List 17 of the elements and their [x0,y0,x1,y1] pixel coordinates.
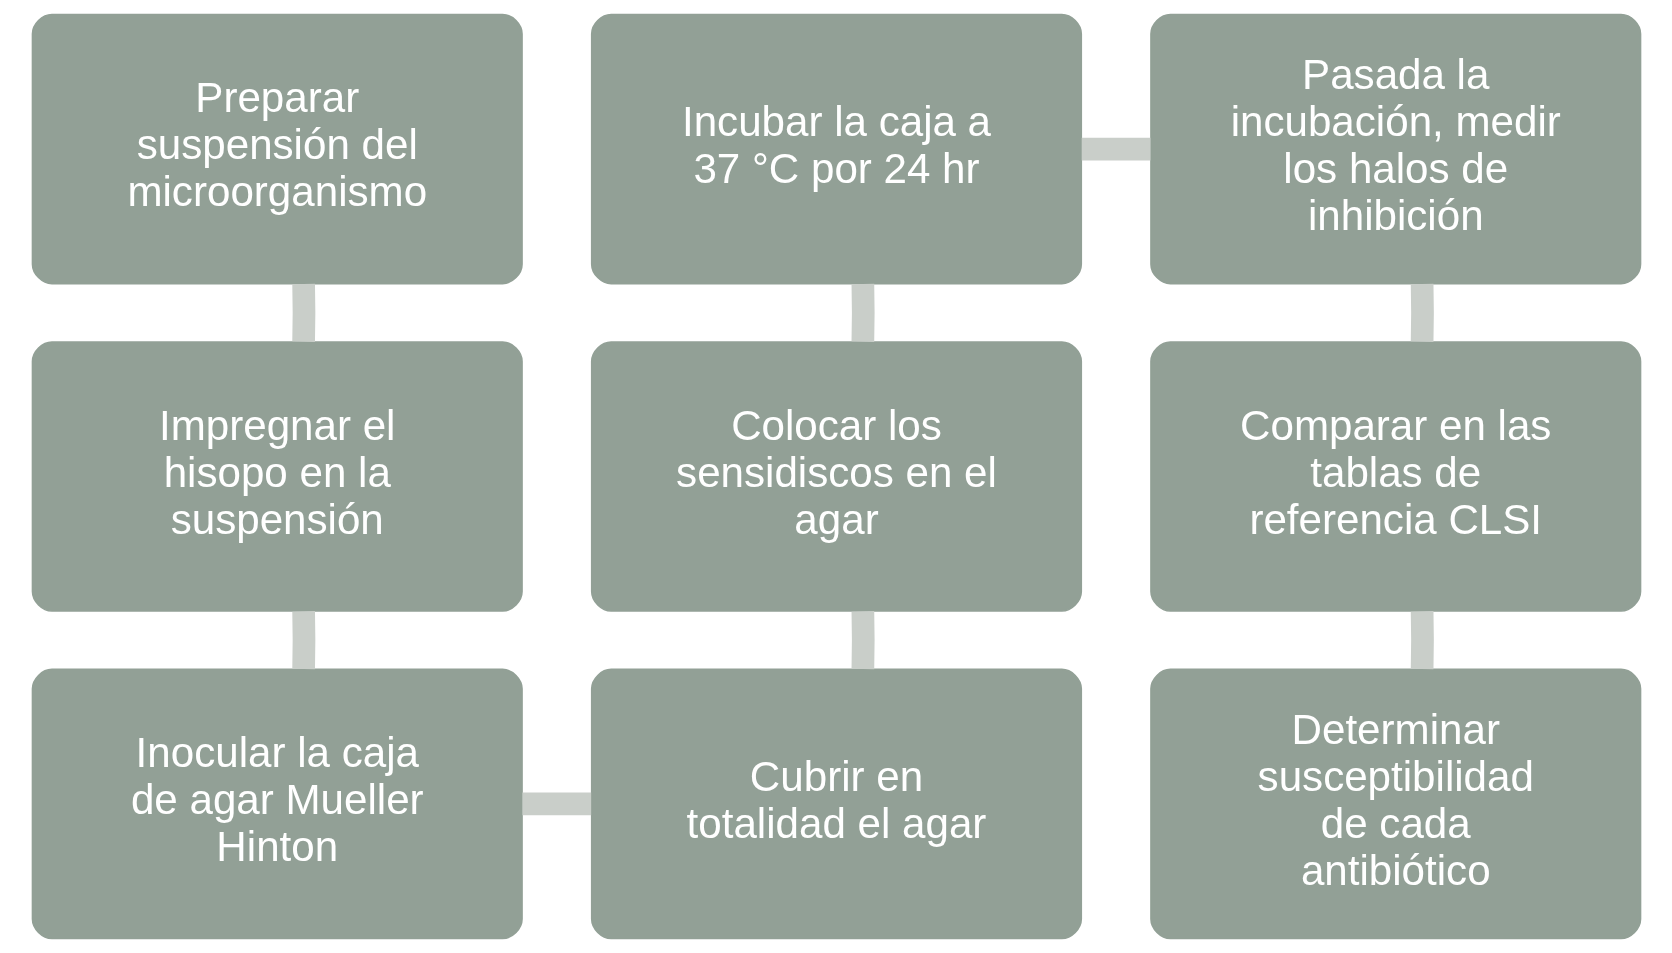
node-box: Cubrir en totalidad el agar [590,668,1082,940]
connector [1081,137,1150,161]
node-box: Inocular la caja de agar Mueller Hinton [31,668,523,940]
connector [521,792,591,816]
connector [291,283,315,342]
node-box: Incubar la caja a 37 °C por 24 hr [590,13,1082,285]
connector [1410,611,1434,670]
node-box: Impregnar el hisopo en la suspensión [31,341,523,612]
node-box: Preparar suspensión del microorganismo [31,13,523,285]
connector [291,611,315,670]
node-box: Determinar susceptibilidad de cada antibiótico [1149,668,1641,940]
connector [851,611,875,670]
node-box: Comparar en las tablas de referencia CLSI [1149,341,1641,612]
connector [851,283,875,342]
connector [1410,283,1434,342]
node-box: Pasada la incubación, medir los halos de inhibición [1149,13,1641,285]
node-box: Colocar los sensidiscos en el agar [590,341,1082,612]
